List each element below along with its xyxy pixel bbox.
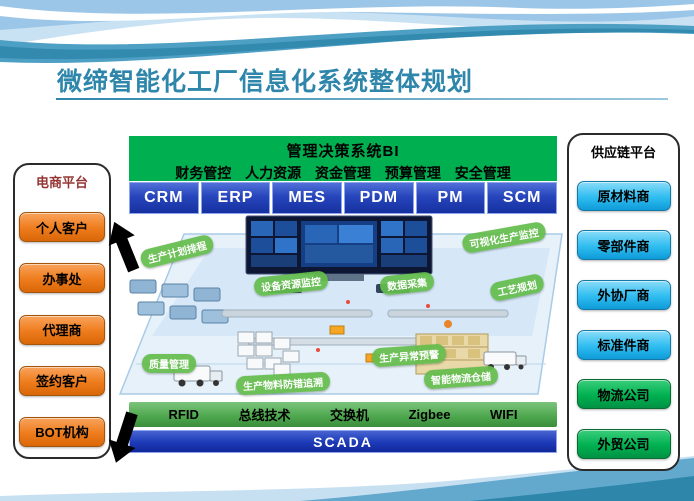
ecommerce-item-bot-org: BOT机构	[19, 416, 105, 447]
supply-chain-panel-title: 供应链平台	[590, 145, 656, 160]
supplier-item-standard-parts: 标准件商	[576, 329, 671, 360]
module-pdm: PDM	[344, 182, 414, 214]
page-title: 微缔智能化工厂信息化系统整体规划	[57, 68, 474, 96]
module-scm: SCM	[487, 182, 558, 214]
supplier-item-foreign-trade: 外贸公司	[576, 428, 671, 459]
title-underline	[56, 98, 668, 100]
supplier-item-outsourcing: 外协厂商	[576, 279, 671, 310]
pallet-stacks	[237, 331, 300, 376]
module-pm: PM	[415, 182, 486, 214]
scada-bar: SCADA	[129, 430, 557, 453]
factory-scene: 生产计划排程 设备资源监控 数据采集 可视化生产监控 工艺规划 质量管理 生产异…	[118, 214, 567, 402]
tech-item-switch: 交换机	[330, 408, 370, 423]
tech-item-wifi: WIFI	[490, 407, 518, 422]
down-arrow	[108, 411, 138, 463]
supplier-item-parts: 零部件商	[576, 230, 671, 261]
supplier-item-logistics: 物流公司	[576, 379, 671, 410]
module-crm: CRM	[129, 182, 199, 214]
ecommerce-item-personal-customer: 个人客户	[19, 212, 105, 243]
bi-title: 管理决策系统BI	[286, 143, 400, 160]
tech-item-fieldbus: 总线技术	[238, 408, 291, 423]
ecommerce-panel: 电商平台 个人客户 办事处 代理商 签约客户 BOT机构	[13, 163, 111, 459]
tech-bar: RFID 总线技术 交换机 Zigbee WIFI	[129, 402, 557, 427]
tech-item-zigbee: Zigbee	[408, 407, 451, 422]
supply-chain-panel: 供应链平台 原材料商 零部件商 外协厂商 标准件商 物流公司 外贸公司	[567, 133, 680, 471]
callout-quality-management: 质量管理	[142, 354, 196, 373]
ecommerce-item-contract-customer: 签约客户	[19, 365, 105, 396]
module-mes: MES	[272, 182, 343, 214]
ecommerce-panel-title: 电商平台	[35, 175, 88, 190]
ecommerce-item-office: 办事处	[19, 263, 105, 294]
ecommerce-item-agent: 代理商	[19, 314, 105, 345]
up-arrow	[108, 221, 140, 273]
supplier-item-raw-material: 原材料商	[576, 180, 671, 211]
module-row: CRM ERP MES PDM PM SCM	[129, 182, 558, 214]
machines	[129, 279, 229, 324]
bi-subtitle: 财务管控 人力资源 资金管理 预算管理 安全管理	[175, 165, 511, 181]
module-erp: ERP	[200, 182, 271, 214]
bi-header: 管理决策系统BI 财务管控 人力资源 资金管理 预算管理 安全管理	[129, 136, 557, 181]
factory-illustration	[118, 215, 563, 395]
conveyors	[221, 309, 509, 346]
video-wall	[245, 215, 433, 281]
tech-item-rfid: RFID	[168, 407, 199, 422]
